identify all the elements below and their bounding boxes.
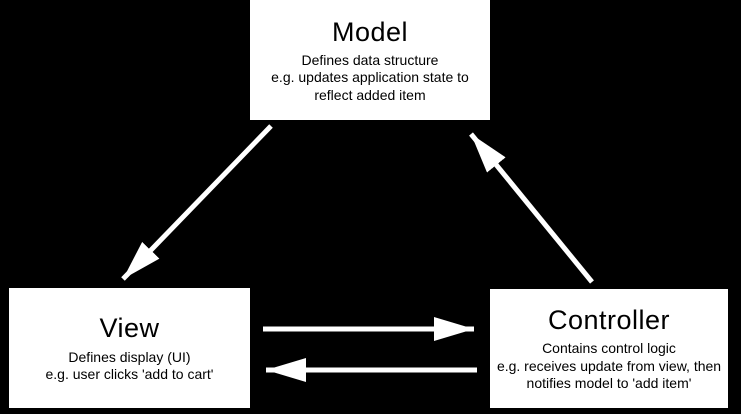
node-view: View Defines display (UI) e.g. user clic… bbox=[9, 288, 250, 408]
node-model-description: Defines data structure e.g. updates appl… bbox=[271, 52, 469, 105]
node-controller-description: Contains control logic e.g. receives upd… bbox=[497, 340, 721, 393]
node-view-line: e.g. user clicks 'add to cart' bbox=[45, 366, 214, 383]
node-view-line: Defines display (UI) bbox=[68, 348, 191, 365]
node-model-title: Model bbox=[331, 16, 409, 47]
arrow-controller-to-model bbox=[469, 132, 594, 284]
node-model-line: e.g. updates application state to bbox=[271, 69, 469, 86]
arrow-model-to-view bbox=[121, 124, 273, 281]
node-model-line: reflect added item bbox=[314, 86, 426, 103]
node-model-line: Defines data structure bbox=[301, 51, 439, 68]
node-controller-line: e.g. receives update from view, then bbox=[496, 357, 722, 374]
node-controller-line: Contains control logic bbox=[542, 340, 676, 357]
node-controller: Controller Contains control logic e.g. r… bbox=[490, 289, 728, 408]
node-view-title: View bbox=[99, 313, 160, 344]
node-controller-line: notifies model to 'add item' bbox=[526, 375, 692, 392]
node-controller-title: Controller bbox=[547, 305, 671, 336]
node-view-description: Defines display (UI) e.g. user clicks 'a… bbox=[46, 349, 214, 384]
node-model: Model Defines data structure e.g. update… bbox=[250, 0, 490, 120]
